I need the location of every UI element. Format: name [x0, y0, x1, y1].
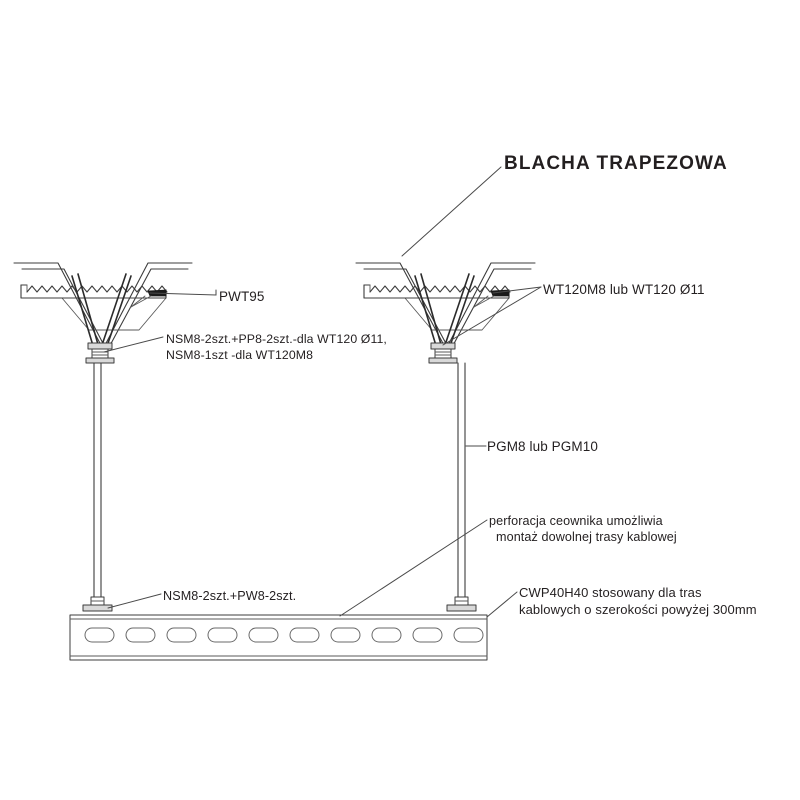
sheet-inner-web-right — [363, 284, 510, 331]
nut-stack-bottom-left — [82, 596, 113, 612]
leader-blacha-trapezowa — [401, 166, 502, 257]
nut-stack-top-left — [85, 342, 115, 364]
leader-wt120 — [492, 286, 542, 294]
hanger-bracket-left — [71, 273, 132, 350]
leader-lines — [103, 166, 542, 618]
channel-slots — [84, 627, 484, 643]
cable-channel-cwp40h40 — [69, 614, 488, 661]
left-assembly — [13, 262, 193, 612]
clamp-bar-pwt95 — [20, 284, 168, 308]
label-pgm: PGM8 lub PGM10 — [487, 439, 598, 454]
leader-nsm-pp — [103, 336, 164, 353]
label-nsm8-pp8-line2: NSM8-1szt -dla WT120M8 — [166, 347, 314, 362]
leader-wt120-bracket — [442, 286, 542, 346]
label-nsm8-pp8: NSM8-2szt.+PP8-2szt.-dla WT120 Ø11,NSM8-… — [166, 332, 387, 363]
label-cwp40h40-line2: kablowych o szerokości powyżej 300mm — [519, 601, 757, 617]
nut-stack-bottom-right — [446, 596, 477, 612]
label-perforacja-line2: montaż dowolnej trasy kablowej — [496, 530, 677, 545]
clamp-bar-right — [363, 284, 511, 308]
leader-cwp — [486, 591, 518, 618]
label-nsm8-pw8: NSM8-2szt.+PW8-2szt. — [163, 589, 297, 603]
threaded-rod-left — [93, 362, 102, 598]
label-pwt95: PWT95 — [219, 289, 265, 304]
page-title: BLACHA TRAPEZOWA — [504, 153, 728, 174]
sheet-inner-web-left — [20, 284, 167, 331]
label-wt120: WT120M8 lub WT120 Ø11 — [543, 282, 705, 297]
label-nsm8-pp8-line1: NSM8-2szt.+PP8-2szt.-dla WT120 Ø11, — [166, 332, 387, 346]
threaded-rod-right — [457, 362, 466, 598]
leader-nsm-pw — [107, 593, 162, 609]
leader-perforacja — [339, 519, 488, 617]
leader-pwt95 — [149, 289, 217, 296]
right-assembly — [355, 262, 536, 612]
label-cwp40h40-line1: CWP40H40 stosowany dla tras — [519, 585, 702, 600]
nut-stack-top-right — [428, 342, 458, 364]
label-perforacja-line1: perforacja ceownika umożliwia — [489, 514, 663, 528]
hanger-bracket-right — [414, 273, 475, 350]
label-perforacja: perforacja ceownika umożliwia montaż dowo… — [489, 513, 677, 545]
